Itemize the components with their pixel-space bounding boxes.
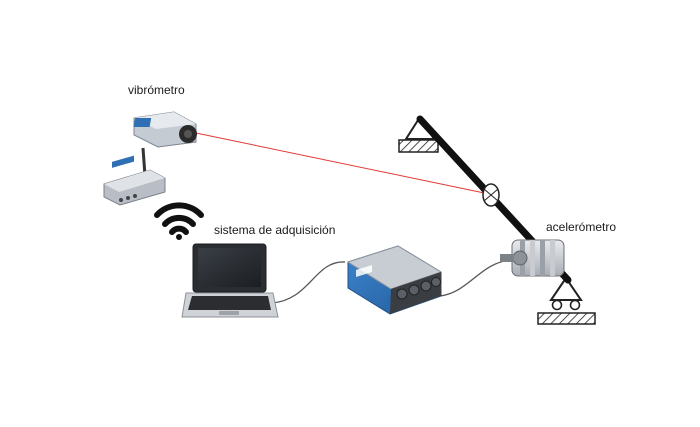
cable-daq-accelerometer [439,259,513,297]
accelerometer-label: acelerómetro [546,220,617,234]
support-top-icon [398,115,439,153]
wireless-router-icon [103,147,166,206]
vibrometer-label: vibrómetro [128,83,185,97]
laser-target-icon [482,183,500,207]
vibrometer-icon [133,111,197,148]
wifi-icon [154,202,204,240]
accelerometer-icon [500,239,565,277]
acquisition-system-label: sistema de adquisición [214,223,336,237]
daq-device-icon [346,245,443,315]
laser-beam-line [195,132,490,195]
cable-laptop-daq [271,261,346,304]
support-bottom-icon [537,276,596,325]
laptop-icon [181,243,279,318]
